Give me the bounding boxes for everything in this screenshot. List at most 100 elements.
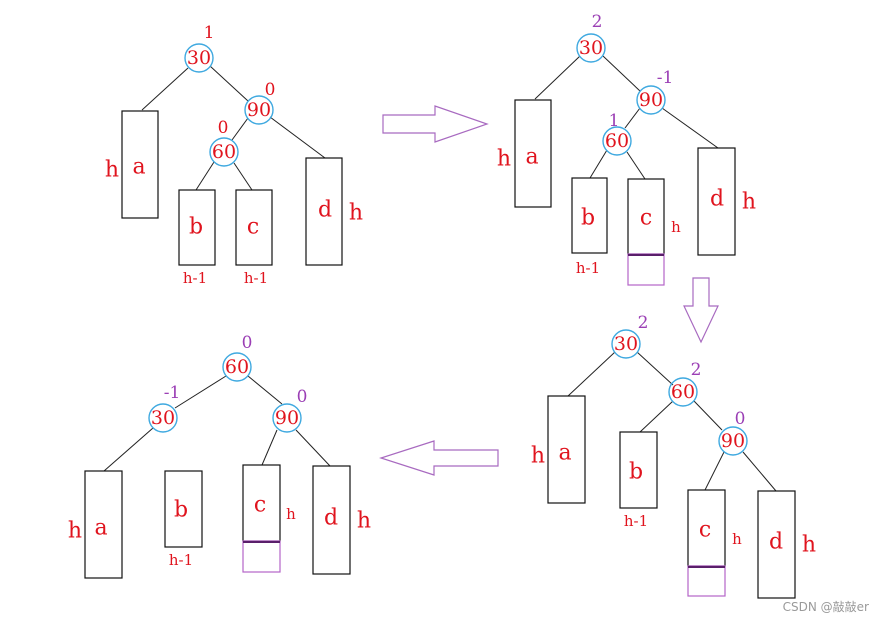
node-30: 30 [187,47,211,69]
node-circle-90 [636,85,666,115]
height-b: h-1 [624,512,648,530]
edge-30-a [534,55,581,100]
edge-90-d [295,429,331,467]
edge-90-60 [231,117,249,141]
bf-90: 0 [265,80,276,100]
subtree-b: b [174,498,188,523]
subtree-a-box [547,395,586,504]
edge-30-a [141,67,189,111]
edge-30-a [567,351,616,397]
node-60: 60 [605,130,629,152]
subtree-c-extension [687,565,726,597]
height-b: h-1 [183,269,207,287]
height-c: h [732,530,742,548]
height-a: h [497,147,511,172]
bf-90: -1 [657,68,674,88]
edge-90-d [661,107,719,149]
bf-30: 2 [592,12,603,32]
subtree-b-box [571,177,608,254]
bf-60: 1 [609,111,620,131]
subtree-a-box [514,99,552,208]
node-circle-60 [209,137,239,167]
node-90: 90 [275,407,299,429]
subtree-a-box [121,110,159,219]
node-circle-90 [244,95,274,125]
edge-90-60 [624,107,641,129]
edge-30-60 [636,351,674,386]
subtree-a-box [84,470,123,579]
bf-60: 0 [218,118,229,138]
subtree-d: d [324,506,338,531]
height-d: h [349,201,363,226]
bf-60: 0 [242,333,253,353]
node-90: 90 [247,99,271,121]
height-a: h [531,444,545,469]
height-d: h [802,533,816,558]
arrow-down-icon [683,277,719,344]
node-30: 30 [151,407,175,429]
subtree-a: a [94,516,107,541]
height-c: h [671,218,681,236]
subtree-a: a [525,145,538,170]
edge-90-c [704,451,725,491]
subtree-b-box [178,189,216,266]
edge-30-90 [602,55,641,92]
node-30: 30 [579,37,603,59]
height-c: h-1 [244,269,268,287]
node-circle-90 [272,403,302,433]
subtree-d-box [312,465,351,575]
edge-60-b [195,161,215,191]
bf-30: -1 [164,383,181,403]
subtree-a: a [558,441,571,466]
bf-60: 2 [691,360,702,380]
edge-60-b [639,400,674,433]
subtree-c-extension [242,540,281,573]
subtree-c: c [247,215,259,240]
edge-60-90 [247,375,283,405]
subtree-b: b [629,460,643,485]
panel-4: 60 30 90 0 -1 0 a h b h-1 c h d h [68,333,371,579]
edge-60-90 [693,400,723,431]
node-circle-60 [668,377,698,407]
node-circle-90 [718,426,748,456]
height-d: h [357,509,371,534]
subtree-d-box [757,490,796,599]
node-circle-30 [611,329,641,359]
node-60: 60 [671,381,695,403]
subtree-c: c [640,206,652,231]
edge-60-b [589,149,608,179]
panel-2: 30 90 60 2 -1 1 a h b h-1 c h d h [497,12,756,286]
subtree-d-box [305,157,343,266]
subtree-b-box [164,470,203,548]
bf-90: 0 [735,409,746,429]
edge-90-c [261,429,278,466]
edge-90-d [269,116,326,159]
node-60: 60 [225,356,249,378]
height-a: h [105,158,119,183]
height-c: h [286,505,296,523]
bf-90: 0 [297,387,308,407]
edge-30-90 [209,65,249,102]
edge-60-c [233,162,253,191]
bf-30: 2 [638,313,649,333]
subtree-c: c [699,518,711,543]
node-60: 60 [212,141,236,163]
height-b: h-1 [576,259,600,277]
height-a: h [68,519,82,544]
subtree-a: a [132,155,145,180]
subtree-c: c [254,493,266,518]
node-circle-60 [222,352,252,382]
node-30: 30 [614,333,638,355]
node-circle-30 [148,403,178,433]
node-circle-60 [602,126,632,156]
subtree-b-box [619,431,658,509]
node-90: 90 [639,89,663,111]
subtree-d: d [769,530,783,555]
subtree-d: d [318,198,332,223]
subtree-d-box [697,147,736,256]
edge-30-a [103,427,154,472]
arrow-left-icon [379,440,499,476]
edge-60-30 [174,375,227,409]
height-b: h-1 [169,551,193,569]
